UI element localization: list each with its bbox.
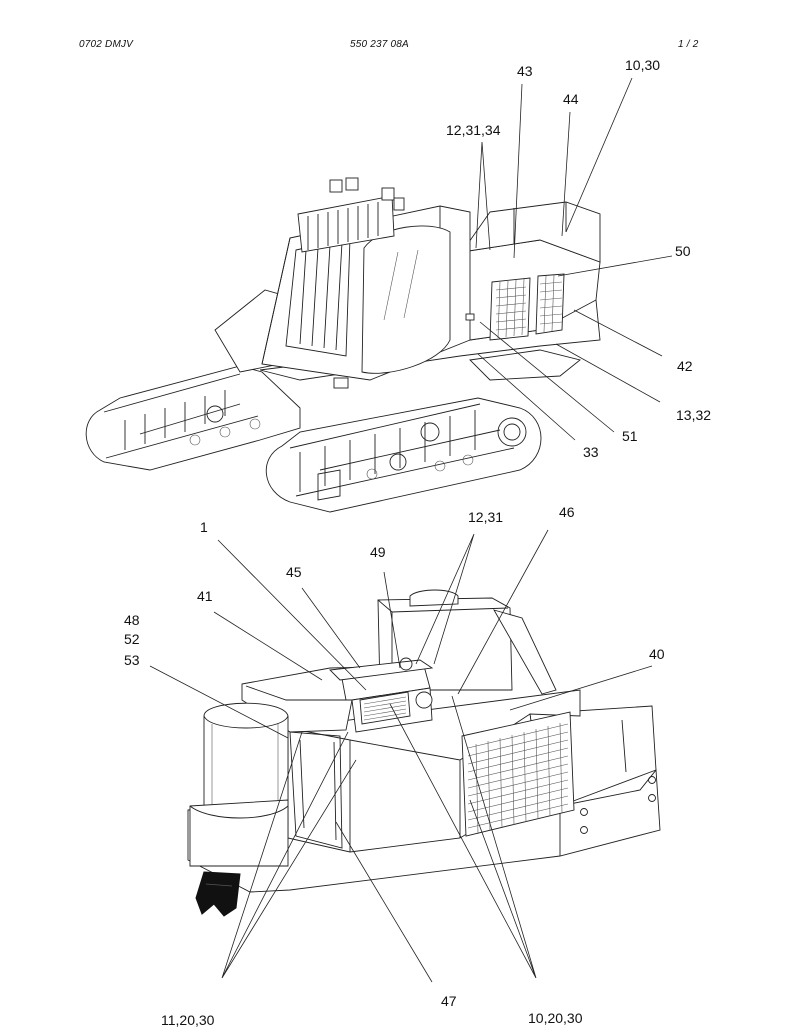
callout-12-31: 12,31 — [468, 509, 504, 525]
callout-51: 51 — [622, 428, 638, 444]
callout-33: 33 — [583, 444, 599, 460]
callout-41: 41 — [197, 588, 213, 604]
callout-11-20-30: 11,20,30 — [161, 1012, 215, 1028]
callout-42: 42 — [677, 358, 693, 374]
excavator-illustration — [85, 77, 673, 513]
grille-pattern — [467, 722, 569, 835]
callout-40: 40 — [649, 646, 665, 662]
callout-46: 46 — [559, 504, 575, 520]
callout-13-32: 13,32 — [676, 407, 712, 423]
excavator-body — [214, 177, 601, 389]
callout-50: 50 — [675, 243, 691, 259]
callout-49: 49 — [370, 544, 386, 560]
header-doc-code: 0702 DMJV — [79, 39, 134, 50]
callout-43: 43 — [517, 63, 533, 79]
callout-1: 1 — [200, 519, 208, 535]
callout-48: 48 — [124, 612, 140, 628]
callout-52: 52 — [124, 631, 140, 647]
callout-10-20-30: 10,20,30 — [528, 1010, 583, 1026]
callout-45: 45 — [286, 564, 302, 580]
right-track — [265, 397, 542, 513]
callout-53: 53 — [124, 652, 140, 668]
callout-10-30-top: 10,30 — [625, 57, 661, 73]
left-track — [85, 365, 301, 471]
header-part-number: 550 237 08A — [350, 39, 409, 50]
callout-44: 44 — [563, 91, 579, 107]
machine-illustration — [149, 529, 661, 983]
header-page-number: 1 / 2 — [678, 39, 699, 50]
callout-12-31-34: 12,31,34 — [446, 122, 501, 138]
callout-47: 47 — [441, 993, 457, 1009]
